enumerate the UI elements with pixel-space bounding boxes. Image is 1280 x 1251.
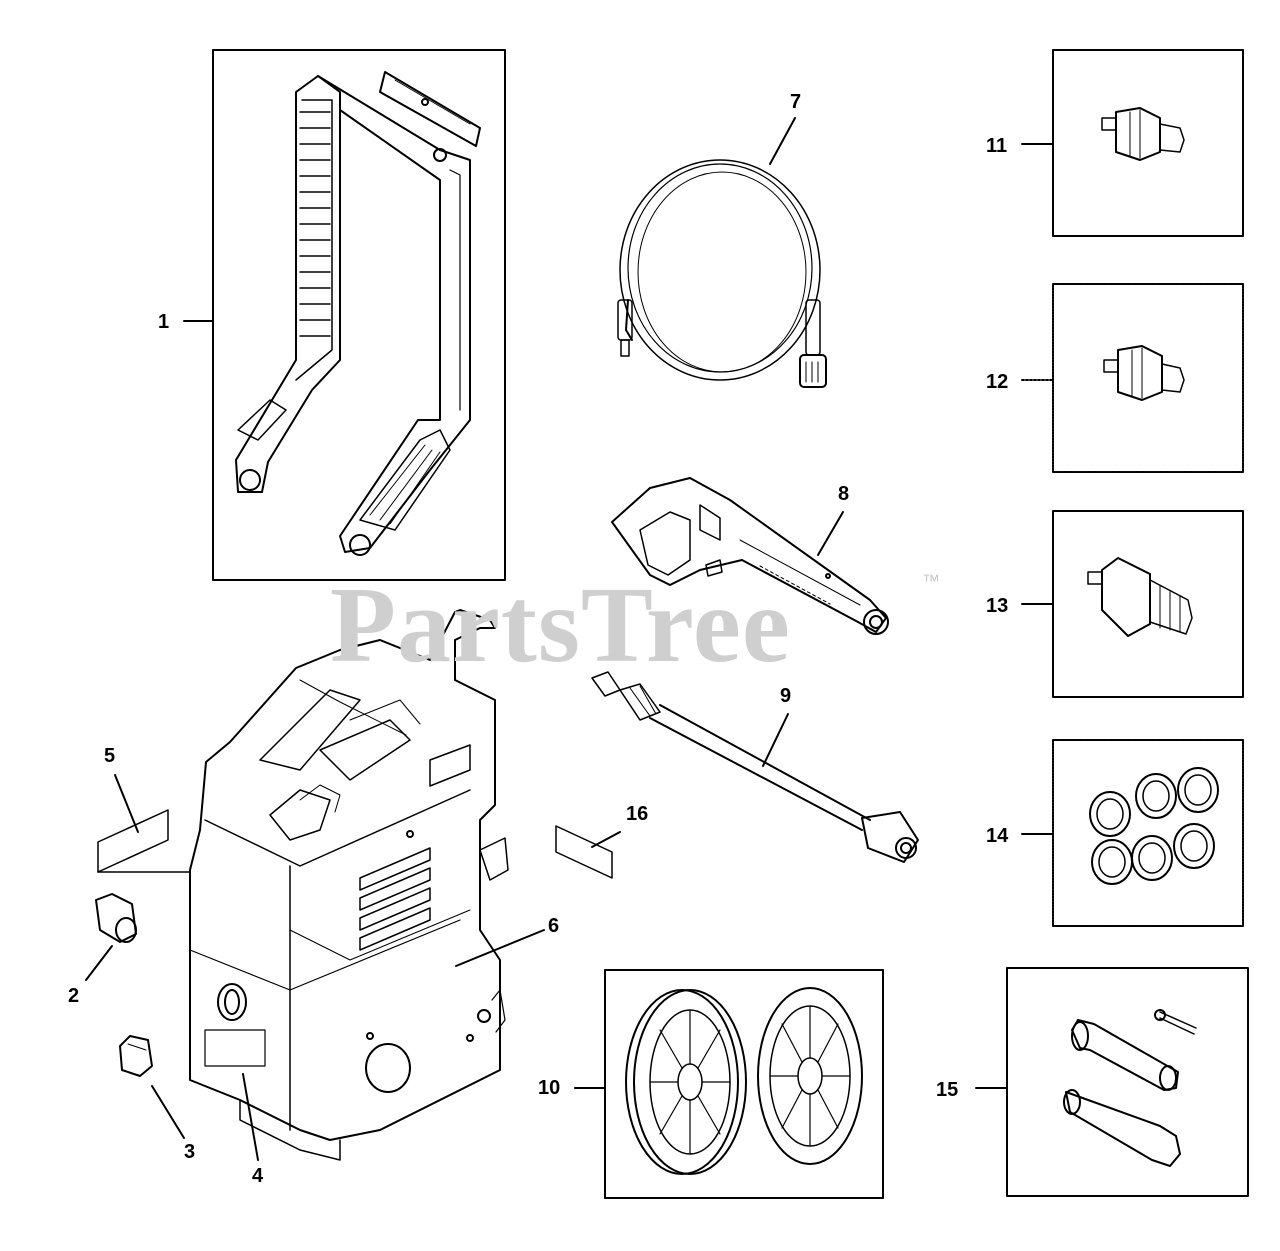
part-16-label[interactable] bbox=[555, 825, 621, 879]
part-1-frame-handle[interactable] bbox=[183, 49, 506, 581]
part-9-wand[interactable] bbox=[591, 671, 919, 863]
part-14-o-rings[interactable] bbox=[1021, 739, 1244, 927]
callout-12[interactable]: 12 bbox=[986, 371, 1009, 393]
callout-5[interactable]: 5 bbox=[104, 745, 116, 767]
callout-9[interactable]: 9 bbox=[780, 685, 792, 707]
callout-7[interactable]: 7 bbox=[790, 91, 802, 113]
watermark-text: PartsTree bbox=[330, 566, 791, 685]
part-15-axle-kit[interactable] bbox=[975, 967, 1249, 1197]
callout-2[interactable]: 2 bbox=[68, 985, 80, 1007]
part-2-cap[interactable] bbox=[85, 893, 137, 981]
part-4-label[interactable] bbox=[242, 1073, 259, 1161]
callout-13[interactable]: 13 bbox=[986, 595, 1009, 617]
part-5-label[interactable] bbox=[97, 774, 169, 873]
callout-8[interactable]: 8 bbox=[838, 483, 850, 505]
part-8-spray-gun[interactable] bbox=[611, 477, 889, 635]
callout-11[interactable]: 11 bbox=[986, 135, 1008, 157]
part-7-hose[interactable] bbox=[617, 117, 827, 388]
part-13-nozzle[interactable] bbox=[1021, 510, 1244, 698]
part-11-nozzle[interactable] bbox=[1021, 49, 1244, 237]
part-6-main-body[interactable] bbox=[189, 609, 545, 1161]
callout-6[interactable]: 6 bbox=[548, 915, 560, 937]
callout-10[interactable]: 10 bbox=[538, 1077, 561, 1099]
part-3-cap[interactable] bbox=[119, 1035, 185, 1139]
part-12-nozzle[interactable] bbox=[1021, 283, 1244, 473]
callout-15[interactable]: 15 bbox=[936, 1079, 959, 1101]
callout-3[interactable]: 3 bbox=[184, 1141, 196, 1163]
callout-1[interactable]: 1 bbox=[158, 311, 170, 333]
trademark-symbol: ™ bbox=[922, 571, 940, 591]
callout-16[interactable]: 16 bbox=[626, 803, 649, 825]
part-10-wheels[interactable] bbox=[574, 969, 884, 1199]
callout-14[interactable]: 14 bbox=[986, 825, 1009, 847]
callout-4[interactable]: 4 bbox=[252, 1165, 264, 1187]
